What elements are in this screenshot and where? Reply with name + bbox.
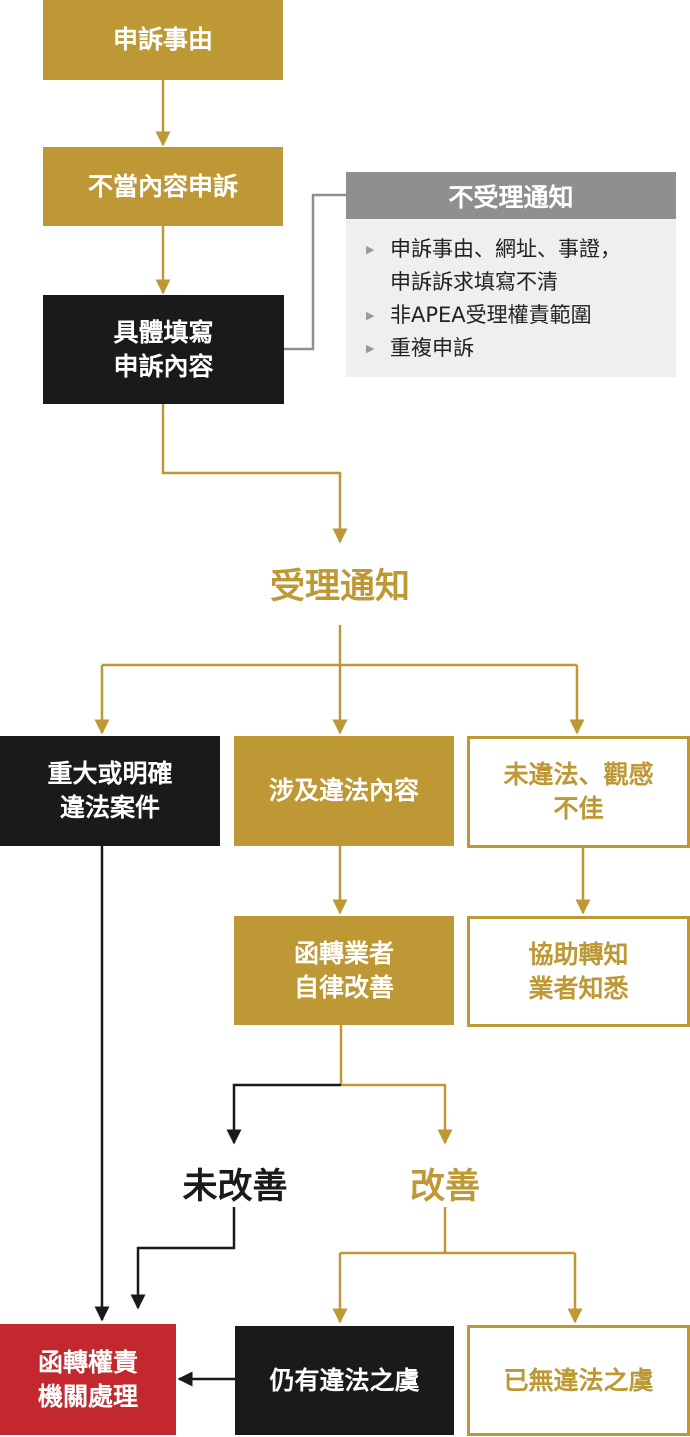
node-text: 申訴事由	[112, 25, 213, 54]
node-letter-self-regulate: 函轉業者 自律改善	[234, 916, 454, 1025]
rejection-title-text: 不受理通知	[448, 182, 574, 212]
node-text: 已無違法之虞	[503, 1365, 654, 1395]
label-not-improved: 未改善	[182, 1167, 288, 1207]
arrow-not-improved-to-refer	[130, 1207, 236, 1310]
bullet-triangle-icon: ▶	[366, 342, 375, 355]
node-text-line-1: 未違法、觀感	[503, 760, 654, 789]
label-accept-notice: 受理通知	[269, 567, 410, 607]
node-text-line-2: 申訴內容	[113, 351, 214, 381]
rejection-panel-title: 不受理通知	[346, 172, 676, 219]
arrow-specify-to-accept	[161, 404, 348, 544]
rejection-item-line: 非APEA受理權責範圍	[390, 303, 592, 327]
rejection-item: ▶ 非APEA受理權責範圍	[366, 299, 666, 332]
rejection-item: ▶ 申訴事由、網址、事證， 申訴訴求填寫不清	[366, 233, 666, 299]
node-text-line-2: 業者知悉	[528, 973, 629, 1003]
node-improper-content: 不當內容申訴	[43, 147, 283, 226]
node-text-line-2: 自律改善	[293, 972, 394, 1002]
arrow-to-improved	[341, 1083, 453, 1145]
node-assist-notify: 協助轉知 業者知悉	[467, 916, 690, 1027]
bullet-triangle-icon: ▶	[366, 243, 375, 256]
node-text: 涉及違法內容	[268, 776, 419, 805]
bullet-triangle-icon: ▶	[366, 309, 375, 322]
label-improved: 改善	[409, 1167, 480, 1207]
node-text: 仍有違法之虞	[269, 1365, 420, 1395]
node-text-line-2: 機關處理	[37, 1381, 138, 1411]
node-text-line-1: 函轉業者	[293, 938, 394, 968]
node-text-line-1: 協助轉知	[528, 939, 629, 969]
rejection-item: ▶ 重複申訴	[366, 332, 666, 365]
rejection-panel-list: ▶ 申訴事由、網址、事證， 申訴訴求填寫不清 ▶ 非APEA受理權責範圍 ▶ 重…	[346, 219, 676, 377]
node-complaint-reason: 申訴事由	[43, 0, 283, 80]
node-not-illegal: 未違法、觀感 不佳	[467, 736, 690, 848]
node-text: 不當內容申訴	[87, 171, 238, 201]
node-text-line-1: 函轉權責	[37, 1347, 138, 1377]
rejection-item-line: 申訴事由、網址、事證，	[390, 237, 621, 261]
node-no-longer-illegal: 已無違法之虞	[467, 1325, 690, 1436]
node-text-line-1: 重大或明確	[47, 759, 173, 788]
line-specify-to-rejection	[284, 193, 346, 351]
node-specify-content: 具體填寫 申訴內容	[43, 295, 284, 404]
node-refer-authority: 函轉權責 機關處理	[0, 1324, 176, 1435]
node-text-line-2: 違法案件	[59, 793, 160, 822]
node-text-line-2: 不佳	[553, 794, 604, 823]
arrow-to-not-improved	[226, 1083, 341, 1145]
node-text-line-1: 具體填寫	[113, 317, 214, 347]
node-major-illegal: 重大或明確 違法案件	[0, 736, 220, 846]
node-still-illegal: 仍有違法之虞	[235, 1326, 454, 1435]
node-involves-illegal: 涉及違法內容	[234, 736, 454, 846]
rejection-item-line: 重複申訴	[390, 336, 474, 360]
rejection-item-line: 申訴訴求填寫不清	[390, 270, 558, 294]
